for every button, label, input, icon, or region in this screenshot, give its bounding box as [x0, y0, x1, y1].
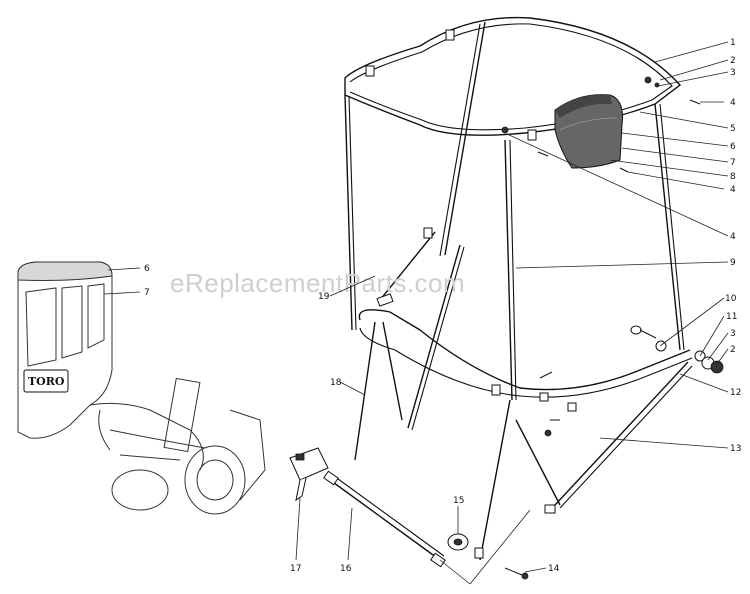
clamp-part-15 [447, 533, 469, 551]
callout-2: 2 [730, 56, 736, 66]
toro-logo-plate [23, 369, 69, 393]
callout-9: 9 [730, 258, 736, 268]
callout-16: 16 [340, 564, 352, 574]
callout-14: 14 [548, 564, 560, 574]
callout-3: 3 [730, 68, 736, 78]
bracket-part-17 [289, 447, 329, 502]
lower-frame-tube [358, 309, 691, 391]
callout-18: 18 [330, 378, 342, 388]
callout-17: 17 [290, 564, 301, 574]
side-brace [379, 231, 436, 301]
front-left-upright [504, 139, 513, 401]
callout-4: 4 [730, 232, 736, 242]
front-leg [479, 399, 511, 561]
callout-7: 7 [730, 158, 736, 168]
callout-19: 19 [318, 292, 330, 302]
callout-3: 3 [730, 329, 736, 339]
rear-center-upright [444, 21, 486, 256]
callout-1: 1 [730, 38, 736, 48]
leader-lines [295, 41, 729, 585]
cab-frame-assembly [323, 16, 701, 568]
callout-2: 2 [730, 345, 736, 355]
watermark: eReplacementParts.com [170, 268, 465, 298]
callout-4: 4 [730, 98, 736, 108]
inset-cab-on-snowthrower: TORO [17, 261, 266, 515]
roof-cover-part [554, 94, 623, 169]
callout-12: 12 [730, 388, 741, 398]
callout-5: 5 [730, 124, 736, 134]
callout-10: 10 [725, 294, 737, 304]
callout-13: 13 [730, 444, 741, 454]
bottom-bar [329, 479, 441, 561]
front-right-upright [654, 103, 681, 351]
toro-brand-text: TORO [28, 375, 65, 388]
callout-8: 8 [730, 172, 736, 182]
callout-15: 15 [453, 496, 464, 506]
callout-11: 11 [726, 312, 737, 322]
callout-6: 6 [144, 264, 150, 274]
callout-4: 4 [730, 185, 736, 195]
top-frame-tube [344, 16, 682, 136]
callouts: 1 2 3 4 5 6 7 8 4 4 9 10 11 3 2 12 13 14… [144, 38, 741, 574]
callout-6: 6 [730, 142, 736, 152]
bolt-part-14 [504, 567, 529, 580]
rear-leg [354, 321, 376, 461]
rear-left-upright [344, 94, 353, 331]
callout-7: 7 [144, 288, 150, 298]
bolt-part-10 [630, 325, 667, 352]
